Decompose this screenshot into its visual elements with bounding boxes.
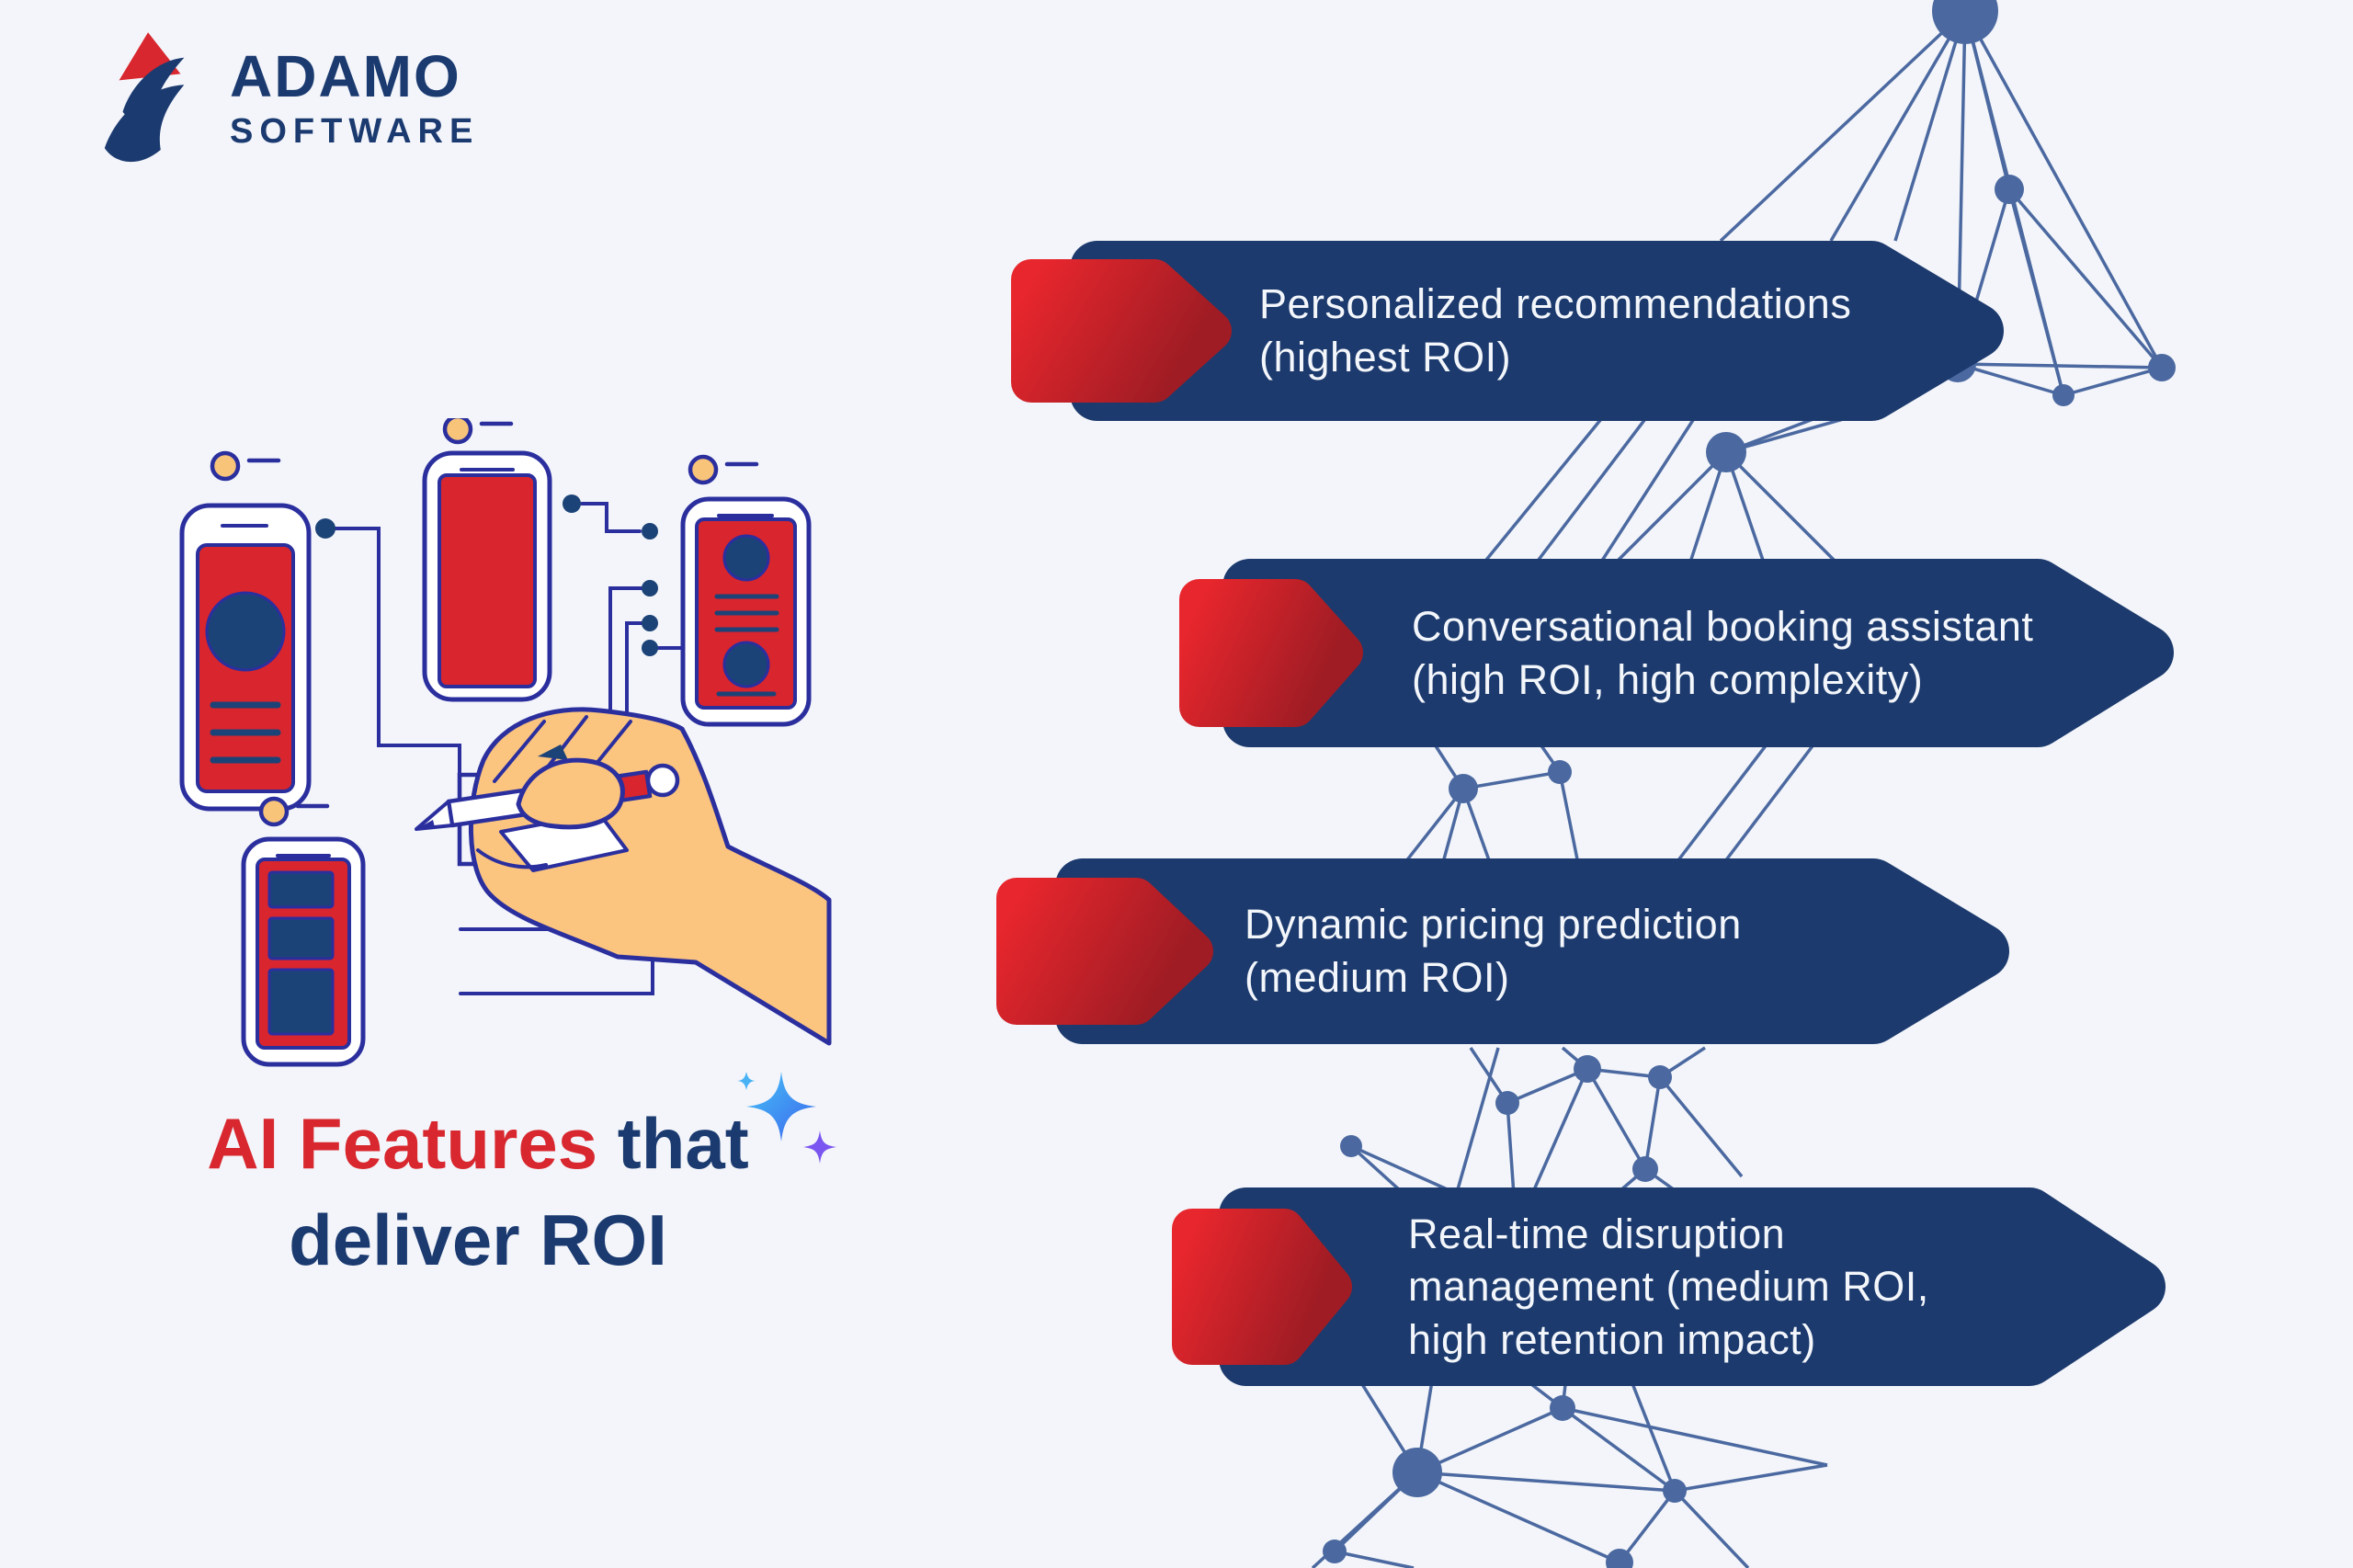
hand-with-pen	[415, 707, 832, 1046]
logo-suffix: SOFTWARE	[230, 111, 480, 151]
red-arrow-icon	[1011, 259, 1232, 403]
hand-drawing-illustration	[179, 418, 832, 1067]
red-arrow-icon	[1172, 1209, 1352, 1365]
banner-conversational-booking-assistant: Conversational booking assistant (high R…	[1179, 559, 2174, 747]
red-arrow-icon	[1179, 579, 1363, 727]
phone-wireframe-4	[241, 796, 366, 1067]
banner-label: Personalized recommendations (highest RO…	[1259, 280, 1852, 381]
red-arrow-icon	[996, 878, 1213, 1025]
logo-name: ADAMO	[230, 42, 461, 109]
banner-real-time-disruption-management: Real-time disruption management (medium …	[1172, 1187, 2165, 1386]
title-rest: that deliver ROI	[289, 1103, 749, 1280]
page-title: AI Features that deliver ROI	[118, 1096, 838, 1288]
banner-label: Real-time disruption management (medium …	[1408, 1210, 1929, 1363]
phone-wireframe-1	[179, 450, 312, 812]
sparkles-icon	[737, 1072, 836, 1164]
title-highlight: AI Features	[207, 1103, 598, 1184]
banner-personalized-recommendations: Personalized recommendations (highest RO…	[1011, 241, 2007, 421]
banner-dynamic-pricing-prediction: Dynamic pricing prediction (medium ROI)	[996, 858, 2011, 1044]
banner-label: Dynamic pricing prediction (medium ROI)	[1245, 901, 1742, 1001]
phone-wireframe-3	[680, 454, 812, 727]
banner-label: Conversational booking assistant (high R…	[1412, 602, 2034, 703]
adamo-logo-icon	[104, 32, 185, 163]
logo: ADAMO SOFTWARE	[96, 28, 479, 167]
phone-wireframe-2	[422, 418, 552, 702]
